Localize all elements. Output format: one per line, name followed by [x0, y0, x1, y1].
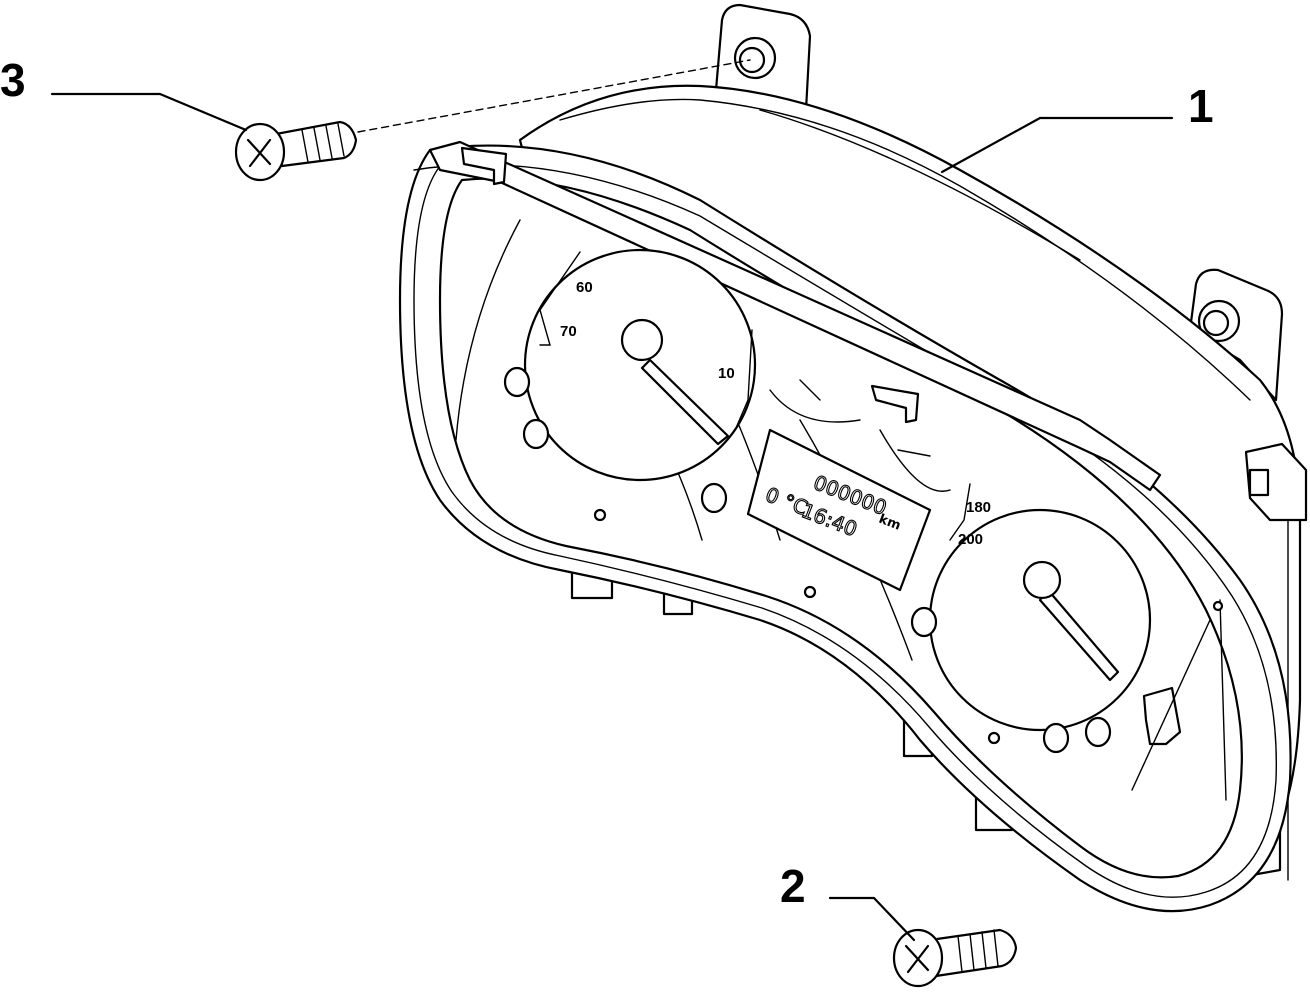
left-gauge: 60 70 10	[523, 248, 757, 482]
leader-line-3	[50, 92, 248, 132]
leader-line-1	[940, 116, 1174, 174]
right-gauge-hub	[1022, 560, 1062, 600]
dial-label-200: 200	[958, 531, 983, 548]
callout-2: 2	[780, 860, 916, 942]
callout-number-2: 2	[780, 860, 806, 912]
warning-lamps	[503, 366, 1224, 754]
leader-line-2	[828, 896, 916, 942]
screw-part-3	[234, 120, 358, 182]
side-clip-upper	[1244, 442, 1308, 522]
mounting-ear-top	[714, 3, 812, 112]
dial-label-60: 60	[576, 279, 593, 296]
instrument-cluster: 60 70 10 000000 km 0 °C 16:40 180 200	[398, 3, 1308, 913]
left-gauge-hub	[620, 318, 664, 362]
callout-number-3: 3	[0, 54, 26, 106]
screw-3-alignment-line	[357, 59, 751, 133]
lcd-odometer-unit: km	[877, 512, 903, 534]
visor-tab-left	[460, 146, 508, 186]
dial-label-70: 70	[560, 323, 577, 340]
dial-label-180: 180	[966, 499, 991, 516]
mounting-ear-right	[1188, 268, 1284, 402]
callout-3: 3	[0, 54, 248, 132]
lcd-display: 000000 km 0 °C 16:40	[746, 428, 932, 592]
callout-number-1: 1	[1188, 80, 1214, 132]
dial-label-10: 10	[718, 365, 735, 382]
callout-1: 1	[940, 80, 1214, 174]
visor-tab-right	[1142, 686, 1182, 746]
visor-tab-center	[870, 384, 920, 424]
left-gauge-needle	[640, 358, 730, 446]
screw-part-2	[892, 928, 1018, 988]
